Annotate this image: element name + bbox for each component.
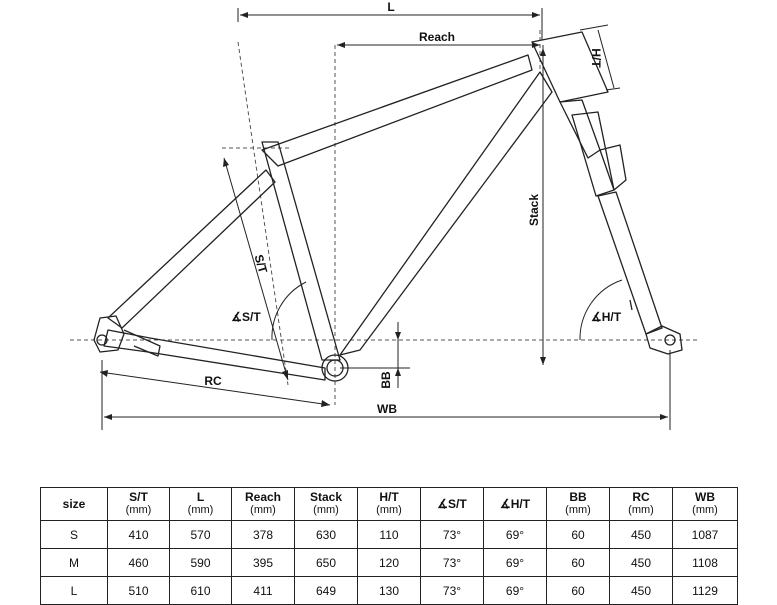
table-row: S 410 570 378 630 110 73° 69° 60 450 108…	[40, 520, 738, 549]
table-cell: 630	[294, 520, 358, 549]
table-cell: 69°	[483, 520, 547, 549]
label-ht: H/T	[589, 48, 603, 68]
table-cell: 73°	[420, 520, 484, 549]
table-cell: 60	[546, 548, 610, 577]
table-row: M 460 590 395 650 120 73° 69° 60 450 110…	[40, 548, 738, 577]
header-head-tube: H/T(mm)	[357, 487, 421, 521]
header-bb: BB(mm)	[546, 487, 610, 521]
table-cell: 110	[357, 520, 421, 549]
header-reach: Reach(mm)	[231, 487, 295, 521]
table-cell: 395	[231, 548, 295, 577]
label-ht-angle: ∡H/T	[591, 310, 622, 324]
table-cell: 410	[107, 520, 170, 549]
header-size: size	[40, 487, 108, 521]
table-cell: 590	[169, 548, 232, 577]
table-cell: 69°	[483, 576, 547, 605]
header-rc: RC(mm)	[609, 487, 673, 521]
table-cell: 378	[231, 520, 295, 549]
header-wb: WB(mm)	[672, 487, 738, 521]
label-wb: WB	[377, 402, 397, 416]
label-bb: BB	[379, 371, 393, 389]
table-cell: L	[40, 576, 108, 605]
table-cell: 1087	[672, 520, 738, 549]
table-cell: 649	[294, 576, 358, 605]
dimension-lines	[99, 8, 671, 430]
table-cell: 1129	[672, 576, 738, 605]
table-cell: 73°	[420, 576, 484, 605]
label-st-angle: ∡S/T	[231, 310, 261, 324]
table-cell: 450	[609, 548, 673, 577]
table-cell: 60	[546, 576, 610, 605]
table-cell: 510	[107, 576, 170, 605]
label-l: L	[387, 0, 394, 14]
table-cell: S	[40, 520, 108, 549]
table-cell: 570	[169, 520, 232, 549]
header-seat-tube: S/T(mm)	[107, 487, 170, 521]
dimension-labels: L Reach H/T Stack S/T ∡S/T ∡H/T RC BB WB	[204, 0, 621, 416]
table-cell: 650	[294, 548, 358, 577]
table-cell: 1108	[672, 548, 738, 577]
table-cell: M	[40, 548, 108, 577]
table-cell: 69°	[483, 548, 547, 577]
header-head-angle: ∡H/T	[483, 487, 547, 521]
table-row: L 510 610 411 649 130 73° 69° 60 450 112…	[40, 576, 738, 605]
table-cell: 73°	[420, 548, 484, 577]
bike-frame	[93, 31, 683, 382]
table-cell: 130	[357, 576, 421, 605]
header-seat-angle: ∡S/T	[420, 487, 484, 521]
label-rc: RC	[204, 374, 222, 388]
table-cell: 450	[609, 576, 673, 605]
table-cell: 60	[546, 520, 610, 549]
label-stack: Stack	[527, 194, 541, 226]
header-l: L(mm)	[169, 487, 232, 521]
table-cell: 460	[107, 548, 170, 577]
table-cell: 610	[169, 576, 232, 605]
table-cell: 411	[231, 576, 295, 605]
table-header-row: size S/T(mm) L(mm) Reach(mm) Stack(mm) H…	[40, 487, 738, 521]
label-reach: Reach	[419, 30, 455, 44]
table-cell: 120	[357, 548, 421, 577]
table-cell: 450	[609, 520, 673, 549]
geometry-table: size S/T(mm) L(mm) Reach(mm) Stack(mm) H…	[40, 487, 738, 605]
label-st: S/T	[252, 253, 271, 275]
reference-lines	[70, 30, 700, 405]
frame-geometry-diagram: L Reach H/T Stack S/T ∡S/T ∡H/T RC BB WB	[70, 0, 700, 430]
header-stack: Stack(mm)	[294, 487, 358, 521]
